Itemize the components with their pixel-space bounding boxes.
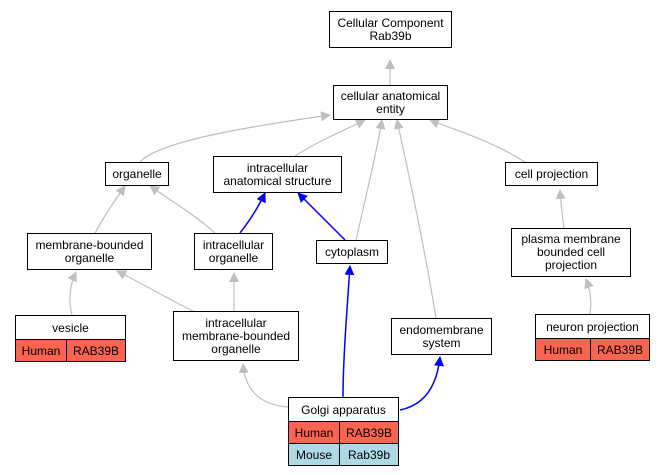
node-cell-projection[interactable]: cell projection [505, 162, 598, 186]
edge-vesicle-to-mbo [67, 271, 77, 316]
edge-endomembrane-to-cae [394, 119, 437, 319]
node-neuron-projection-title: neuron projection [536, 315, 649, 339]
edge-cellprojection-to-cae [429, 118, 526, 163]
table-row: Mouse Rab39b [289, 443, 398, 465]
node-membrane-bounded-organelle[interactable]: membrane-bounded organelle [27, 233, 152, 270]
node-golgi-apparatus[interactable]: Golgi apparatus Human RAB39B Mouse Rab39… [288, 397, 399, 466]
gene-cell: RAB39B [67, 340, 125, 361]
table-row: Human RAB39B [536, 339, 649, 360]
node-vesicle[interactable]: vesicle Human RAB39B [15, 315, 126, 362]
gene-cell: RAB39B [340, 422, 398, 443]
species-cell: Human [536, 339, 591, 360]
node-neuron-projection[interactable]: neuron projection Human RAB39B [535, 314, 650, 361]
table-row: Human RAB39B [289, 422, 398, 443]
edge-golgi-to-imbo [238, 363, 289, 408]
edge-io-to-ias [239, 192, 266, 234]
node-cellular-component-rab39b[interactable]: Cellular Component Rab39b [329, 11, 452, 48]
edge-imbo-to-mbo [116, 270, 196, 313]
edge-golgi-to-cytoplasm [342, 265, 355, 398]
node-golgi-apparatus-title: Golgi apparatus [289, 398, 398, 422]
gene-cell: RAB39B [591, 339, 649, 360]
edge-organelle-to-cae [139, 111, 331, 163]
edge-ias-to-cae [294, 119, 366, 157]
node-intracellular-membrane-bounded-organelle[interactable]: intracellular membrane-bounded organelle [173, 311, 299, 361]
species-cell: Human [16, 340, 67, 361]
node-cellular-anatomical-entity[interactable]: cellular anatomical entity [333, 85, 448, 120]
edge-mbo-to-organelle [94, 185, 126, 234]
edge-cytoplasm-to-ias [297, 192, 346, 241]
species-cell: Mouse [289, 444, 340, 465]
node-plasma-membrane-bounded-cell-projection[interactable]: plasma membrane bounded cell projection [511, 228, 631, 277]
node-cytoplasm[interactable]: cytoplasm [316, 240, 388, 264]
node-intracellular-anatomical-structure[interactable]: intracellular anatomical structure [213, 156, 342, 193]
species-cell: Human [289, 422, 340, 443]
table-row: Human RAB39B [16, 340, 125, 361]
edge-io-to-organelle [149, 185, 216, 234]
edge-neuronprojection-to-pmbcp [584, 278, 594, 315]
node-organelle[interactable]: organelle [105, 162, 169, 186]
node-endomembrane-system[interactable]: endomembrane system [391, 318, 492, 355]
node-intracellular-organelle[interactable]: intracellular organelle [194, 233, 273, 270]
edge-golgi-to-endomembrane [399, 356, 445, 411]
node-vesicle-title: vesicle [16, 316, 125, 340]
gene-cell: Rab39b [340, 444, 398, 465]
edge-pmbcp-to-cellprojection [555, 189, 566, 229]
edge-cytoplasm-to-cae [355, 119, 386, 241]
